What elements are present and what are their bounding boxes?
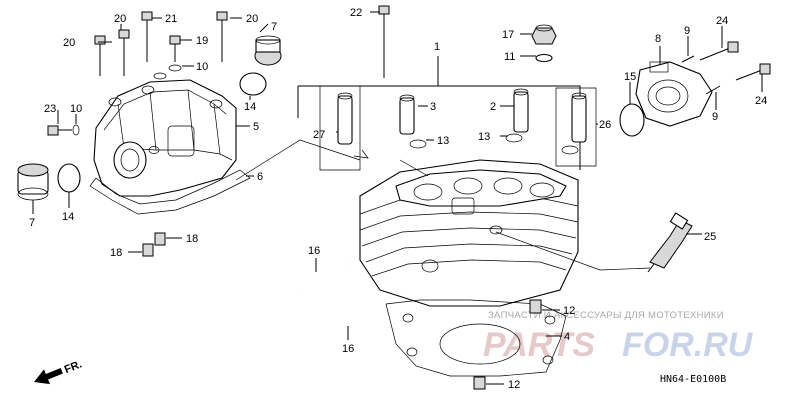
callout-4: 4 <box>564 331 570 343</box>
cylinder-head <box>359 159 579 307</box>
callout-2: 2 <box>490 101 496 113</box>
dowel-18-b <box>142 243 154 257</box>
callout-23: 23 <box>44 103 56 115</box>
callout-13-left: 13 <box>437 135 449 147</box>
callout-6: 6 <box>257 171 263 183</box>
callout-8: 8 <box>655 33 661 45</box>
spark-plug-25 <box>647 212 693 273</box>
callout-12-lower: 12 <box>508 379 520 391</box>
stud-9-b <box>705 85 721 95</box>
callout-1: 1 <box>434 41 440 53</box>
callout-14-left: 14 <box>62 211 74 223</box>
carburetor-insulator <box>635 61 713 127</box>
callout-16-lower: 16 <box>342 343 354 355</box>
callout-18-right: 18 <box>186 233 198 245</box>
dowel-12-a <box>529 299 542 314</box>
callout-10-cover: 10 <box>196 61 208 73</box>
diagram-code: HN64-E0100B <box>660 374 726 385</box>
head-cover-gasket <box>89 169 251 215</box>
callout-15: 15 <box>624 71 636 83</box>
callout-20-top: 20 <box>114 13 126 25</box>
callout-7-upper: 7 <box>271 21 277 33</box>
watermark-brand-b: FOR.RU <box>622 326 754 364</box>
oring-15 <box>619 103 645 137</box>
callout-5: 5 <box>253 121 259 133</box>
callout-24-lower: 24 <box>755 95 767 107</box>
callout-26: 26 <box>599 119 611 131</box>
valve-guide-27 <box>337 92 369 159</box>
stud-bolt-22 <box>378 5 390 78</box>
callout-20-left: 20 <box>63 37 75 49</box>
callout-13-right: 13 <box>478 131 490 143</box>
stud-16-b <box>327 313 389 329</box>
valve-guide-group-right <box>555 87 597 167</box>
callout-18-left: 18 <box>110 247 122 259</box>
cover-bolts <box>94 11 228 80</box>
callout-27: 27 <box>313 129 325 141</box>
callout-9-lower: 9 <box>712 111 718 123</box>
bolt-24-b <box>735 63 771 81</box>
front-direction-arrow: FR. <box>34 358 84 385</box>
callout-10-left: 10 <box>70 103 82 115</box>
valve-guide-group-left <box>319 85 361 171</box>
callout-17: 17 <box>502 29 514 41</box>
cylinder-head-gasket <box>385 299 567 377</box>
callout-7-left: 7 <box>29 217 35 229</box>
valve-guide-3 <box>399 94 415 135</box>
gasket-bore <box>439 323 521 365</box>
callout-19: 19 <box>196 35 208 47</box>
valve-guide-2 <box>513 88 529 133</box>
dowel-12-b <box>473 376 486 390</box>
callout-16-upper: 16 <box>308 245 320 257</box>
watermark-brand-a: PARTS <box>483 326 595 364</box>
stud-9-a <box>681 55 695 63</box>
oil-filler-cap-left <box>17 163 49 201</box>
callout-3: 3 <box>430 101 436 113</box>
callout-9-upper: 9 <box>684 25 690 37</box>
oil-filler-cap-upper <box>254 35 282 66</box>
callout-24-upper: 24 <box>716 15 728 27</box>
watermark: ЗАПЧАСТИ И АКСЕССУАРЫ ДЛЯ МОТОТЕХНИКИ PA… <box>483 310 754 364</box>
clip-13-right <box>505 133 523 143</box>
callout-25: 25 <box>704 231 716 243</box>
callout-20-right: 20 <box>246 13 258 25</box>
callout-22: 22 <box>350 7 362 19</box>
callout-12-upper: 12 <box>563 305 575 317</box>
front-arrow-label: FR. <box>63 358 84 376</box>
oring-14-left <box>57 163 81 193</box>
valve-guide-26 <box>561 92 587 155</box>
leader-lines <box>32 11 763 385</box>
oring-14-upper <box>239 72 267 96</box>
callout-14-upper: 14 <box>244 101 256 113</box>
stud-16-a <box>299 263 351 291</box>
callout-labels: 1 2 3 4 5 6 7 7 8 9 9 10 10 11 12 12 13 … <box>29 7 767 391</box>
cylinder-head-cover <box>93 79 237 197</box>
watermark-caption: ЗАПЧАСТИ И АКСЕССУАРЫ ДЛЯ МОТОТЕХНИКИ <box>488 310 724 321</box>
washer-11 <box>535 53 553 63</box>
clip-13-left <box>409 139 427 149</box>
callout-21: 21 <box>165 13 177 25</box>
cap-nut-17 <box>531 24 557 45</box>
dowel-18-a <box>154 232 166 246</box>
bolt-24-a <box>699 41 739 61</box>
bolt-23 <box>47 124 80 136</box>
callout-11: 11 <box>504 51 515 63</box>
